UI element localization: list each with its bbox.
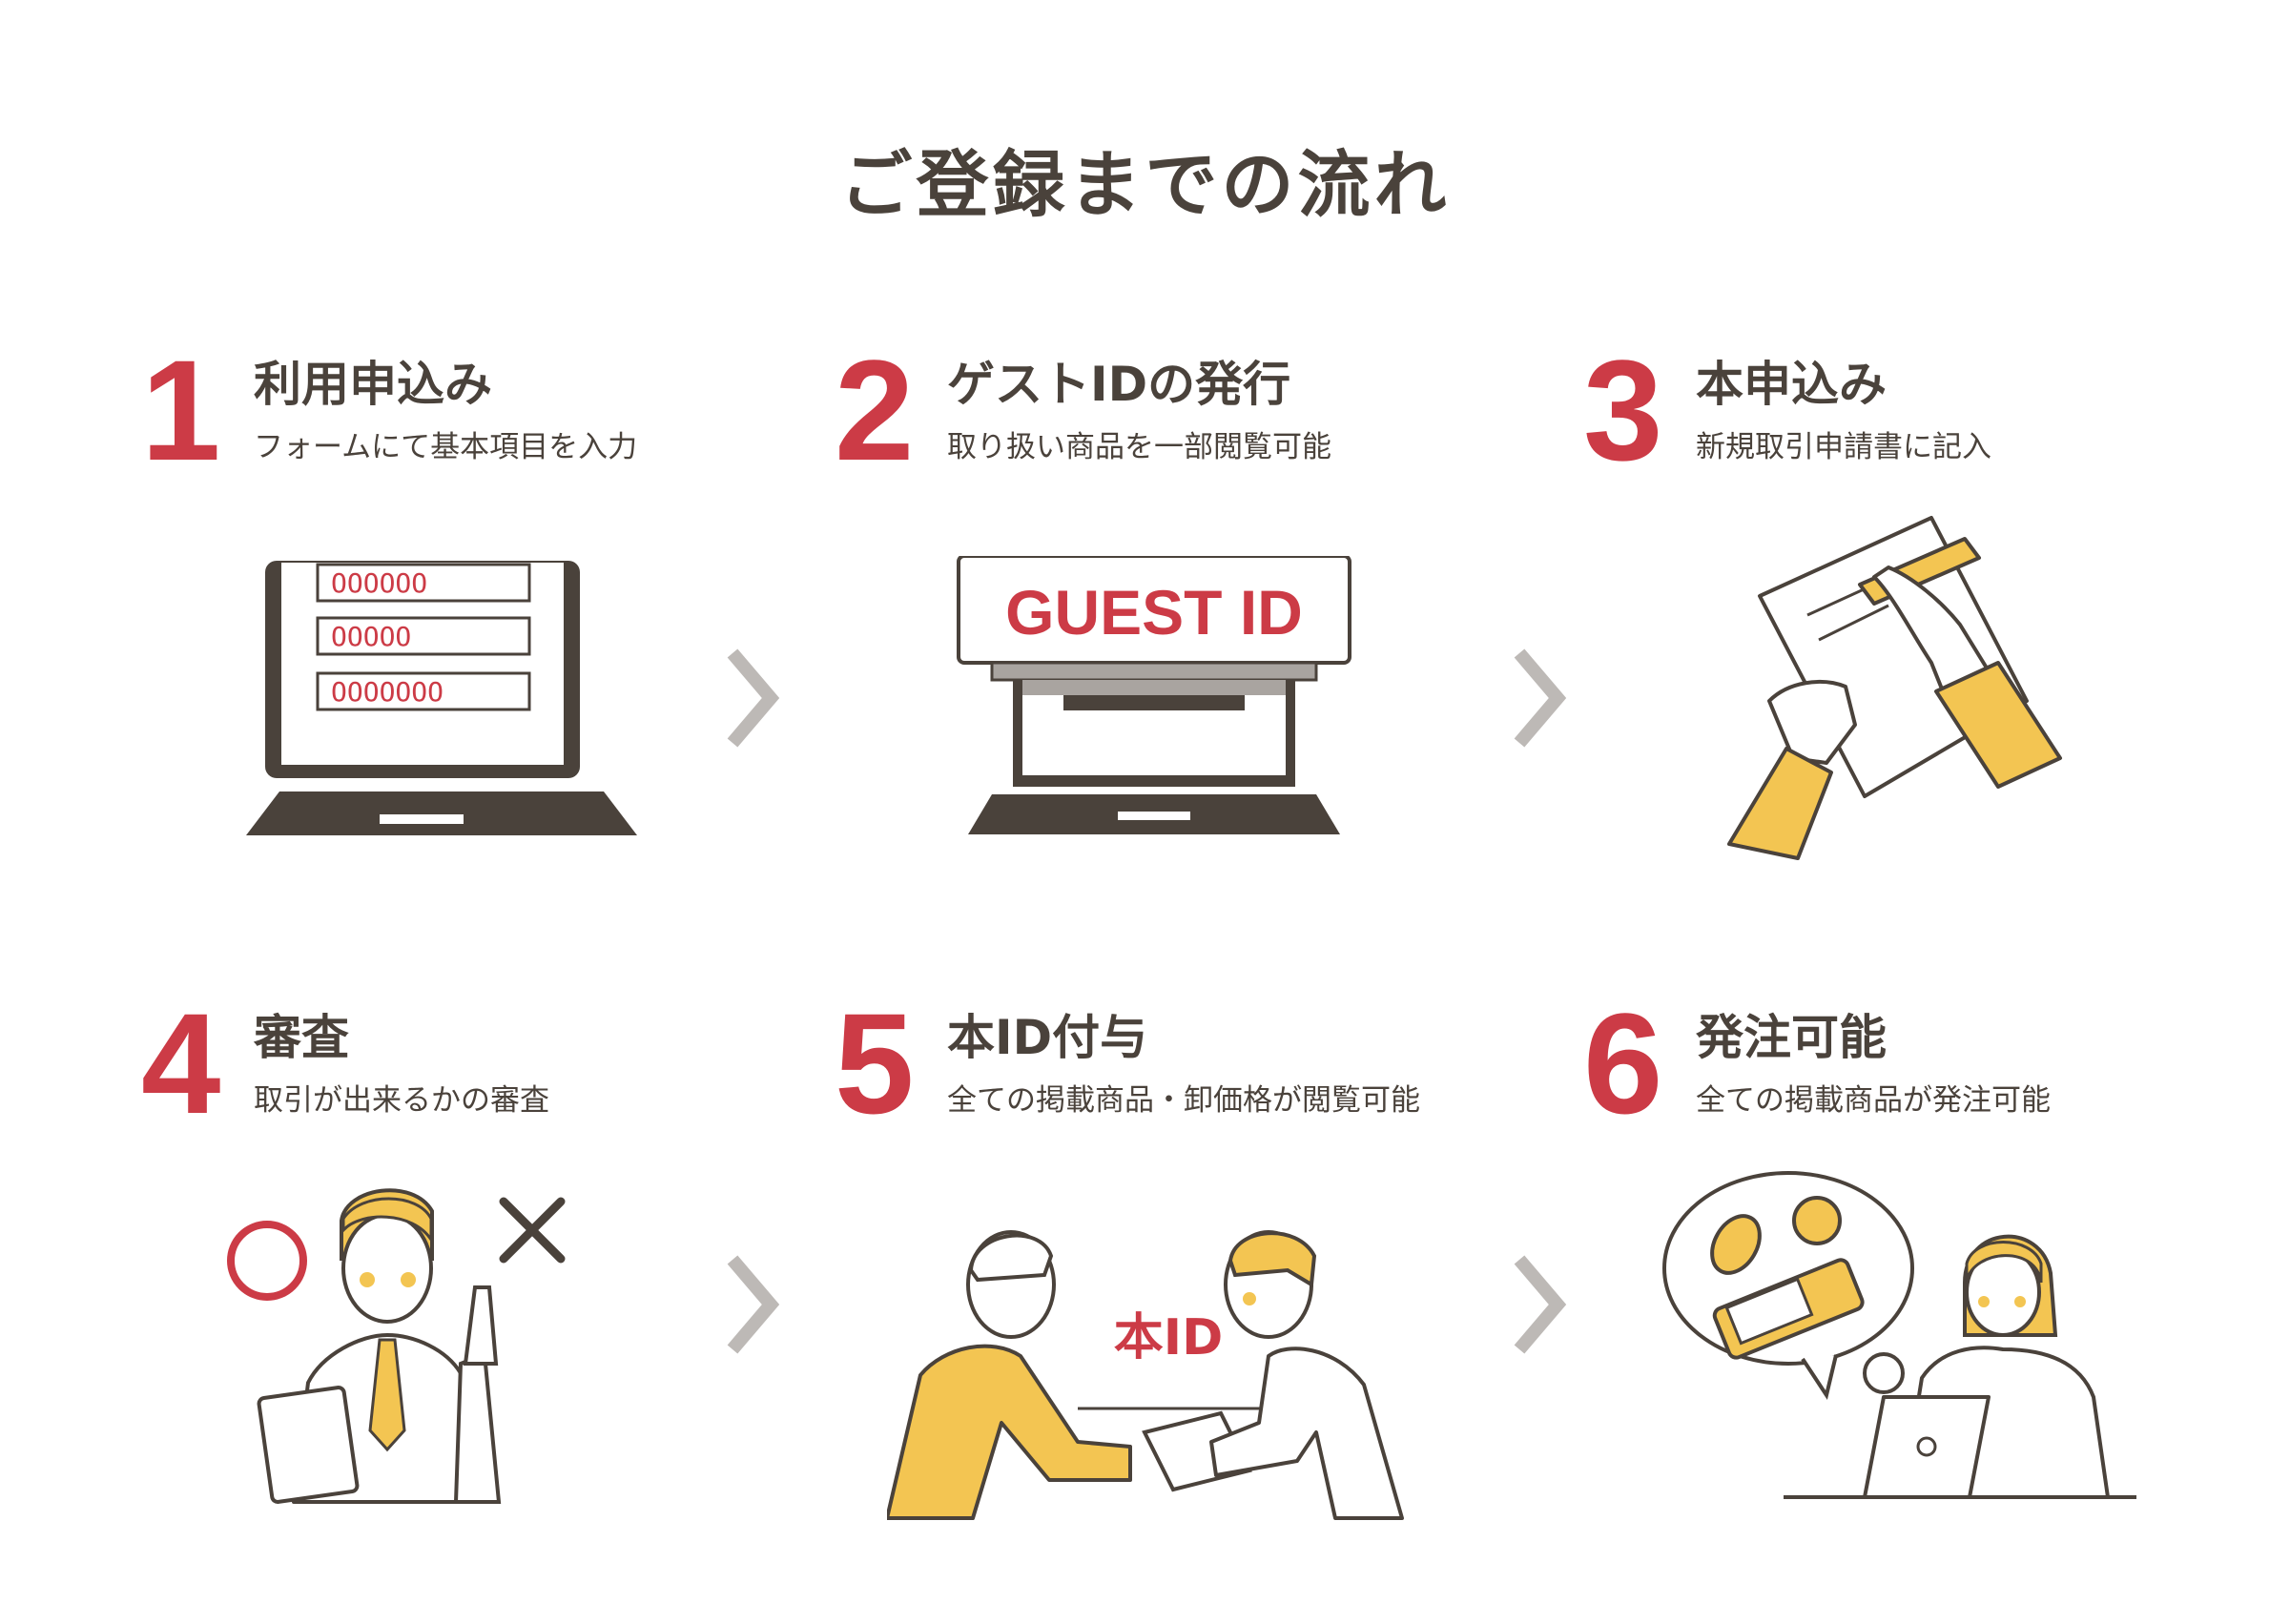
step-5: 5 本ID付与 全ての掲載商品・卸価格が閲覧可能 本ID [835, 992, 1521, 1526]
chevron-right-icon [727, 648, 780, 748]
step-description: フォームにて基本項目を入力 [254, 430, 638, 464]
step-description: 全ての掲載商品・卸価格が閲覧可能 [947, 1083, 1420, 1118]
step-number: 4 [141, 983, 221, 1143]
step-number: 5 [835, 983, 915, 1143]
step-1: 1 利用申込み フォームにて基本項目を入力 OOOOOO OOOOO OOOOO… [141, 339, 828, 873]
step-description: 新規取引申請書に記入 [1696, 430, 1991, 464]
step-heading: 利用申込み [254, 357, 492, 412]
chevron-right-icon [1514, 1255, 1567, 1354]
step-number: 1 [141, 330, 221, 490]
reviewer-person-icon [227, 1188, 566, 1504]
guest-id-badge: GUEST ID [1005, 577, 1303, 648]
hands-writing-icon [1727, 516, 2062, 860]
form-field-text: OOOOOO [331, 567, 427, 599]
step-description: 全ての掲載商品が発注可能 [1696, 1083, 2051, 1118]
step-number: 3 [1583, 330, 1663, 490]
chevron-right-icon [727, 1255, 780, 1354]
step-heading: 審査 [254, 1010, 349, 1065]
laptop-form-icon: OOOOOO OOOOO OOOOOOO [246, 561, 637, 835]
form-field-text: OOOOO [331, 621, 411, 652]
step-heading: 本申込み [1696, 357, 1887, 412]
tomato-icon [1792, 1196, 1842, 1245]
step-description: 取り扱い商品を一部閲覧可能 [947, 430, 1331, 464]
handshake-icon: 本ID [887, 1230, 1404, 1520]
circle-mark-icon [227, 1221, 307, 1301]
page-title: ご登録までの流れ [839, 142, 1451, 227]
laptop-icon [1863, 1395, 1991, 1499]
step-3: 3 本申込み 新規取引申請書に記入 [1583, 339, 2270, 873]
eggplant-icon [1710, 1214, 1762, 1275]
chevron-right-icon [1514, 648, 1567, 748]
step-number: 2 [835, 330, 915, 490]
step-6: 6 発注可能 全ての掲載商品が発注可能 [1583, 992, 2270, 1526]
step-heading: ゲストIDの発行 [947, 357, 1291, 412]
step-2: 2 ゲストIDの発行 取り扱い商品を一部閲覧可能 GUEST ID [835, 339, 1521, 873]
step-heading: 本ID付与 [947, 1010, 1148, 1065]
step-heading: 発注可能 [1696, 1010, 1887, 1065]
step-description: 取引が出来るかの審査 [254, 1083, 549, 1118]
form-field-text: OOOOOOO [331, 676, 444, 708]
woman-ordering-icon [1662, 1171, 2136, 1499]
step-number: 6 [1583, 983, 1663, 1143]
main-id-label: 本ID [1114, 1309, 1224, 1367]
step-4: 4 審査 取引が出来るかの審査 [141, 992, 828, 1526]
laptop-guest-id-icon: GUEST ID [957, 556, 1351, 834]
